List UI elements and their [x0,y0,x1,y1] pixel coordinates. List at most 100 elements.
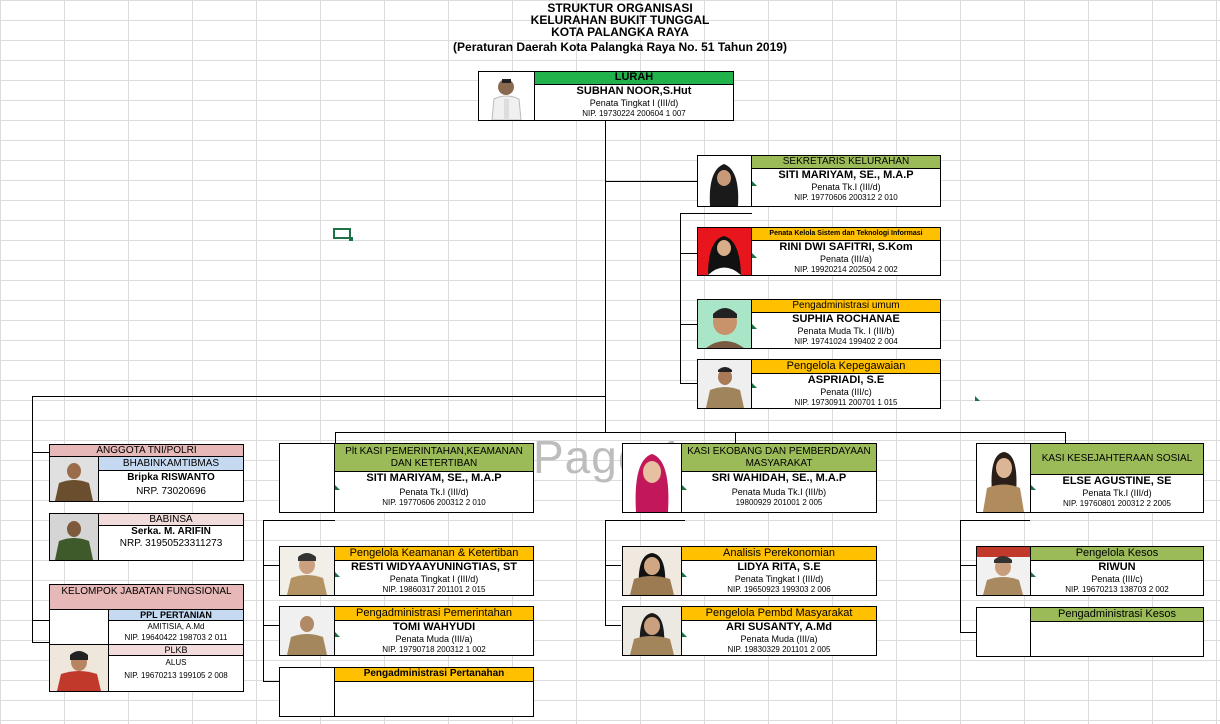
person-icon [280,547,334,595]
babinsa-name: Serka. M. ARIFIN [131,526,211,537]
admin-kesos-title: Pengadministrasi Kesos [1031,608,1203,622]
sekretaris-name: SITI MARIYAM, SE., M.A.P [778,169,914,181]
admin-tanah-title: Pengadministrasi Pertanahan [335,668,533,682]
keamanan-nip: NIP. 19860317 201101 2 015 [382,585,486,594]
fungsional-title: KELOMPOK JABATAN FUNGSIONAL [49,584,244,610]
admin-pem-rank: Penata Muda (III/a) [395,634,473,644]
comment-marker [752,383,757,388]
babinsa-photo [49,513,99,561]
pembd-name: ARI SUSANTY, A.Md [726,621,832,633]
person-icon [50,457,98,501]
kepegawaian-card: Pengelola Kepegawaian ASPRIADI, S.E Pena… [751,359,941,409]
ppl-card: AMITISIA, A.Md NIP. 19640422 198703 2 01… [108,620,244,645]
person-icon [698,228,751,275]
title-line-2: KELURAHAN BUKIT TUNGGAL [530,13,710,27]
keamanan-card: Pengelola Keamanan & Ketertiban RESTI WI… [334,546,534,596]
comment-marker [682,572,687,577]
ppl-name: AMITISIA, A.Md [147,622,205,631]
babinsa-nrp: NRP. 31950523311273 [119,538,223,549]
kesos-nip: NIP. 19670213 138703 2 002 [1065,585,1169,594]
comment-marker [335,485,340,490]
bhabin-card: Bripka RISWANTO NRP. 73020696 [98,470,244,502]
keamanan-title: Pengelola Keamanan & Ketertiban [335,547,533,561]
kesos-title: Pengelola Kesos [1031,547,1203,561]
kasi-kesos-card: KASI KESEJAHTERAAN SOSIAL ELSE AGUSTINE,… [1030,443,1204,513]
lurah-name: SUBHAN NOOR,S.Hut [576,85,692,97]
admin-pem-name: TOMI WAHYUDI [392,621,476,633]
sistem-info-nip: NIP. 19920214 202504 2 002 [794,265,898,274]
comment-marker [682,485,687,490]
kasi-ekobang-rank: Penata Muda Tk.I (III/b) [731,487,827,497]
kesos-card: Pengelola Kesos RIWUN Penata (III/c) NIP… [1030,546,1204,596]
admin-pem-nip: NIP. 19790718 200312 1 002 [382,645,486,654]
sekretaris-card: SEKRETARIS KELURAHAN SITI MARIYAM, SE., … [751,155,941,207]
kepegawaian-title: Pengelola Kepegawaian [752,360,940,374]
bhabin-photo [49,456,99,502]
bhabin-title: BHABINKAMTIBMAS [98,456,244,471]
kepegawaian-nip: NIP. 19730911 200701 1 015 [794,398,898,407]
kasi-kesos-nip: NIP. 19760801 200312 2 2005 [1063,499,1171,508]
person-icon [623,607,681,655]
kasi-ekobang-nip: 19800929 201001 2 005 [735,498,823,507]
bhabin-name: Bripka RISWANTO [127,472,215,483]
admin-pem-photo [279,606,335,656]
admin-kesos-card: Pengadministrasi Kesos [1030,607,1204,657]
pembd-photo [622,606,682,656]
person-icon [698,156,751,206]
kasi-pem-nip: NIP. 19770606 200312 2 010 [382,498,486,507]
analis-name: LIDYA RITA, S.E [737,561,821,573]
sekretaris-title: SEKRETARIS KELURAHAN [752,156,940,169]
plkb-name: ALUS [165,658,187,667]
lurah-card: LURAH SUBHAN NOOR,S.Hut Penata Tingkat I… [534,71,734,121]
keamanan-name: RESTI WIDYAAYUNINGTIAS, ST [350,561,518,573]
title-line-3: KOTA PALANGKA RAYA [551,25,689,39]
cell-selection-cursor[interactable] [333,228,353,241]
comment-marker [752,181,757,186]
person-icon [623,547,681,595]
keamanan-photo [279,546,335,596]
sistem-info-photo [697,227,752,276]
kepegawaian-photo [697,359,752,409]
lurah-rank: Penata Tingkat I (III/d) [589,98,679,108]
analis-card: Analisis Perekonomian LIDYA RITA, S.E Pe… [681,546,877,596]
person-icon [50,645,108,691]
sistem-info-card: Penata Kelola Sistem dan Teknologi Infor… [751,227,941,276]
kepegawaian-name: ASPRIADI, S.E [807,374,885,386]
person-icon [698,360,751,408]
person-icon [50,514,98,560]
kasi-kesos-photo [976,443,1031,513]
sistem-info-rank: Penata (III/a) [819,254,873,264]
sistem-info-title: Penata Kelola Sistem dan Teknologi Infor… [752,228,940,241]
plkb-photo [49,644,109,692]
admin-umum-photo [697,299,752,349]
analis-title: Analisis Perekonomian [682,547,876,561]
admin-umum-rank: Penata Muda Tk. I (III/b) [797,326,895,336]
kasi-ekobang-photo [622,443,682,513]
comment-marker [1031,572,1036,577]
kasi-kesos-rank: Penata Tk.I (III/d) [1082,488,1152,498]
analis-rank: Penata Tingkat I (III/d) [734,574,824,584]
kasi-pem-card: Plt KASI PEMERINTAHAN,KEAMANAN DAN KETER… [334,443,534,513]
lurah-title: LURAH [535,72,733,85]
ppl-nip: NIP. 19640422 198703 2 011 [124,633,228,642]
kasi-ekobang-title: KASI EKOBANG DAN PEMBERDAYAAN MASYARAKAT [682,444,876,472]
title-line-4: (Peraturan Daerah Kota Palangka Raya No.… [453,40,787,54]
sistem-info-name: RINI DWI SAFITRI, S.Kom [779,241,913,253]
plkb-card: ALUS NIP. 19670213 199105 2 008 [108,655,244,692]
admin-pem-card: Pengadministrasi Pemerintahan TOMI WAHYU… [334,606,534,656]
comment-marker [682,632,687,637]
pembd-rank: Penata Muda (III/a) [740,634,818,644]
person-icon [280,607,334,655]
pembd-card: Pengelola Pembd Masyarakat ARI SUSANTY, … [681,606,877,656]
kasi-ekobang-name: SRI WAHIDAH, SE., M.A.P [711,472,847,484]
kesos-photo [976,546,1031,596]
admin-tanah-photo-empty [279,667,335,717]
analis-photo [622,546,682,596]
pembd-title: Pengelola Pembd Masyarakat [682,607,876,621]
admin-tanah-card: Pengadministrasi Pertanahan [334,667,534,717]
person-icon [623,444,681,512]
kesos-rank: Penata (III/c) [1091,574,1143,584]
lurah-photo [478,71,535,121]
kasi-pem-photo-empty [279,443,335,513]
admin-umum-title: Pengadministrasi umum [752,300,940,313]
